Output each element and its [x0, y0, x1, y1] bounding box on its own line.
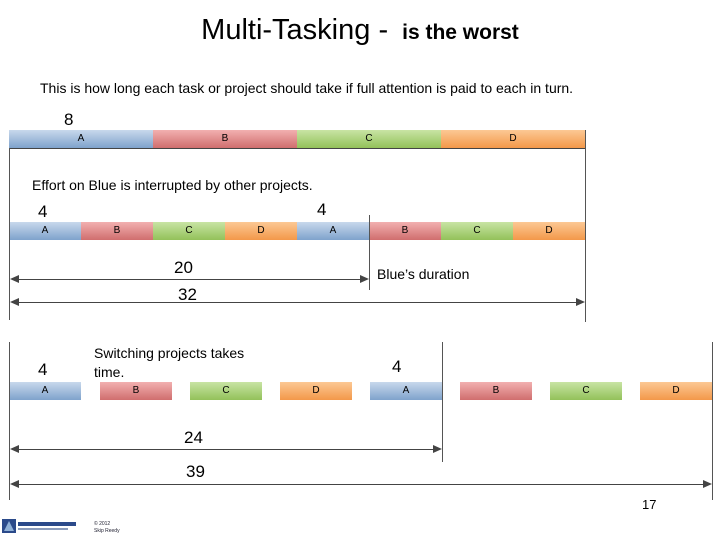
- s3-bar-d1: D: [280, 382, 352, 400]
- s2-blue-end-marker: [369, 215, 370, 290]
- s3-bar-b2: B: [460, 382, 532, 400]
- section1-duration-label: 8: [64, 110, 74, 129]
- s1-bar-d: D: [441, 130, 585, 148]
- s3-total-arrow-right-icon: [703, 480, 712, 488]
- s2-total-value: 32: [178, 285, 197, 304]
- s2-total-arrow-left-icon: [10, 298, 19, 306]
- s2-arrow-right-icon: [360, 275, 369, 283]
- s1-bar-b: B: [153, 130, 297, 148]
- s3-total-arrow-left-icon: [10, 480, 19, 488]
- s2-blue-duration-value: 20: [174, 258, 193, 277]
- footer-credit: © 2012 Skip Reedy: [94, 521, 120, 535]
- intro-text: This is how long each task or project sh…: [40, 80, 574, 96]
- author-text: Skip Reedy: [94, 528, 120, 534]
- s2-bar-a2: A: [297, 222, 369, 240]
- s3-left-boundary: [9, 342, 10, 500]
- s3-total-arrow: [12, 484, 709, 485]
- s1-bar-a: A: [9, 130, 153, 148]
- section2-second-label: 4: [317, 200, 327, 219]
- s3-blue-end-marker: [442, 342, 443, 462]
- s3-bar-a1: A: [9, 382, 81, 400]
- copyright-text: © 2012: [94, 521, 111, 527]
- s2-bar-d1: D: [225, 222, 297, 240]
- section2-note: Effort on Blue is interrupted by other p…: [32, 177, 313, 193]
- page-number: 17: [642, 497, 657, 512]
- company-logo-icon: [2, 519, 76, 533]
- title-main: Multi-Tasking -: [201, 14, 389, 46]
- s2-arrow-left-icon: [10, 275, 19, 283]
- section3-note: Switching projects takes time.: [94, 345, 245, 380]
- s2-left-boundary: [9, 148, 10, 320]
- s3-arrow-left-icon: [10, 445, 19, 453]
- s2-right-boundary: [585, 130, 586, 322]
- s1-underline: [9, 148, 585, 149]
- section2-first-label: 4: [38, 202, 48, 221]
- section3-first-label: 4: [38, 360, 48, 379]
- s2-bar-d2: D: [513, 222, 585, 240]
- slide-title: Multi-Tasking - is the worst: [0, 14, 720, 47]
- s2-total-arrow-right-icon: [576, 298, 585, 306]
- s3-bar-a2: A: [370, 382, 442, 400]
- s3-total-value: 39: [186, 462, 205, 481]
- s3-bar-c1: C: [190, 382, 262, 400]
- s2-bar-b1: B: [81, 222, 153, 240]
- s2-bar-c1: C: [153, 222, 225, 240]
- s3-right-boundary: [712, 342, 713, 500]
- s2-blue-duration-label: Blue’s duration: [377, 266, 470, 282]
- s2-blue-duration-arrow: [12, 279, 366, 280]
- s3-blue-duration-arrow: [12, 449, 439, 450]
- s1-bar-c: C: [297, 130, 441, 148]
- s3-blue-duration-value: 24: [184, 428, 203, 447]
- s2-bar-c2: C: [441, 222, 513, 240]
- s3-arrow-right-icon: [433, 445, 442, 453]
- s2-bar-a1: A: [9, 222, 81, 240]
- s3-bar-b1: B: [100, 382, 172, 400]
- title-sub: is the worst: [402, 21, 519, 44]
- s2-total-arrow: [12, 302, 582, 303]
- s3-bar-d2: D: [640, 382, 712, 400]
- section3-second-label: 4: [392, 357, 402, 376]
- s3-bar-c2: C: [550, 382, 622, 400]
- s2-bar-b2: B: [369, 222, 441, 240]
